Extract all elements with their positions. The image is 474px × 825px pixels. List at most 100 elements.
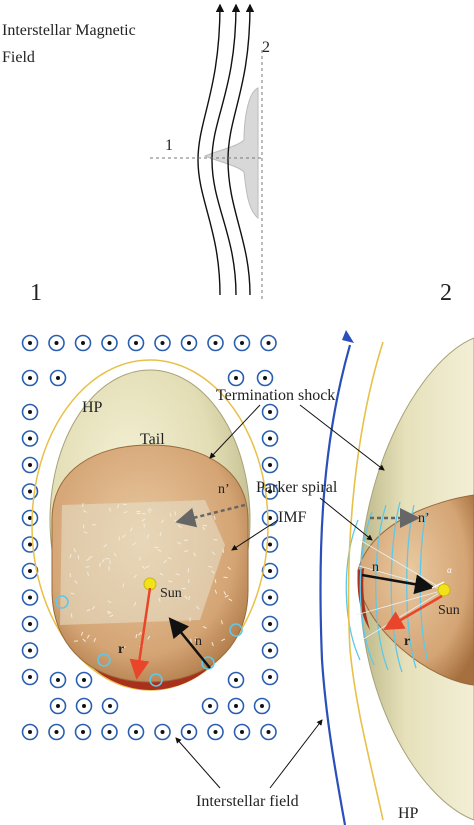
imf-dash (227, 566, 232, 570)
imf-dash (184, 595, 188, 600)
imf-dash (177, 541, 182, 545)
imf-dash (82, 638, 87, 643)
right-heliopause-line (347, 341, 384, 821)
imf-dash (158, 597, 161, 602)
imf-dash (175, 573, 180, 576)
imf-dash (159, 532, 162, 537)
imf-dash (167, 557, 172, 560)
imf-dash (141, 513, 147, 515)
imf-dash (224, 594, 229, 598)
field-symbol-dot (187, 341, 191, 345)
field-symbol-dot (28, 622, 32, 626)
imf-dash (107, 610, 112, 614)
imf-dash (133, 574, 137, 579)
imf-dash (70, 592, 75, 595)
imf-dash (129, 527, 133, 532)
imf-dash (85, 566, 90, 568)
field-symbol-dot (160, 341, 165, 345)
field-symbol-dot (268, 516, 272, 520)
field-symbol-dot (260, 704, 264, 708)
imf-dash (141, 565, 146, 570)
field-symbol-dot (240, 730, 244, 734)
imf-dash (133, 601, 137, 606)
imf-dash (123, 511, 128, 514)
field-symbol-dot (268, 489, 272, 494)
imf-dash (147, 509, 151, 514)
cut-2-label: 2 (262, 39, 270, 56)
imf-label: IMF (278, 509, 307, 526)
field-symbol-dot (234, 704, 238, 708)
hp-label-left: HP (82, 399, 103, 416)
imf-dash (159, 572, 164, 576)
field-symbol-dot (268, 436, 272, 441)
n-prime-label: n’ (218, 482, 230, 497)
field-symbol-dot (268, 410, 272, 414)
r-vector (129, 587, 152, 680)
interstellar-field-line (319, 344, 352, 825)
field-symbol-dot (28, 516, 32, 520)
field-symbol-dot (240, 341, 244, 345)
field-symbol-dot (107, 341, 112, 345)
imf-dash (202, 626, 207, 629)
imf-dash (211, 642, 214, 647)
imf-dash (109, 614, 114, 618)
field-symbol-dot (234, 376, 238, 380)
termination-shock-label: Termination shock (216, 387, 335, 404)
field-symbol-dot (268, 542, 272, 547)
imf-dash (82, 509, 87, 513)
field-symbol-dot (81, 730, 85, 734)
imf-dash (73, 548, 77, 553)
top-schematic: Interstellar Magnetic Field 1 2 (2, 3, 270, 300)
imf-dash (196, 605, 200, 610)
imf-dash (183, 539, 189, 542)
imf-dash (122, 503, 127, 506)
right-r-label: r (404, 634, 410, 649)
field-symbol-dot (107, 730, 112, 734)
panel-label-1: 1 (30, 280, 42, 306)
imf-dash (188, 595, 191, 601)
field-symbol-dot (56, 678, 60, 682)
sun-label: Sun (160, 586, 182, 601)
annotations: Termination shock Parker spiral IMF Inte… (175, 387, 385, 810)
tail-label: Tail (140, 431, 165, 448)
parker-spiral-label: Parker spiral (256, 479, 338, 496)
imf-dash (157, 549, 162, 552)
field-symbol-dot (234, 678, 238, 682)
field-symbol-dot (82, 704, 86, 708)
field-symbol-dot (208, 704, 212, 708)
field-symbol-dot (134, 730, 138, 734)
imf-dash (222, 548, 225, 553)
field-symbol-dot (134, 341, 138, 345)
field-symbol-dot (268, 595, 272, 600)
field-symbol-dot (268, 675, 272, 679)
field-symbol-dot (160, 730, 165, 734)
imf-dash (69, 573, 72, 578)
alpha-arrow (431, 581, 445, 589)
n-prime-vector (175, 503, 246, 528)
imf-dash (187, 568, 190, 573)
imf-dash (223, 591, 227, 596)
field-symbol-dot (268, 569, 272, 573)
imf-dash (74, 580, 78, 584)
field-symbol-dot (268, 463, 272, 467)
imf-dash (184, 550, 189, 553)
field-symbol-dot (263, 376, 267, 380)
imf-dash (193, 552, 196, 557)
interstellar-field-arrowhead (342, 330, 354, 343)
imf-dash (86, 558, 91, 562)
imf-dash (146, 534, 150, 539)
field-symbol-dot (81, 341, 85, 345)
imf-dash (69, 553, 72, 558)
right-n-prime-label: n’ (418, 511, 430, 526)
imf-dash (163, 559, 167, 564)
field-symbol-dot (56, 376, 60, 380)
imf-dash (88, 556, 93, 559)
field-symbol-dot (28, 410, 32, 414)
imf-dash (132, 542, 137, 546)
field-line-2 (211, 3, 241, 296)
field-symbol-dot (28, 569, 32, 573)
field-symbol-dot (28, 648, 32, 653)
r-label: r (118, 642, 124, 657)
field-symbol-dot (28, 675, 32, 679)
imf-dash (135, 634, 138, 639)
